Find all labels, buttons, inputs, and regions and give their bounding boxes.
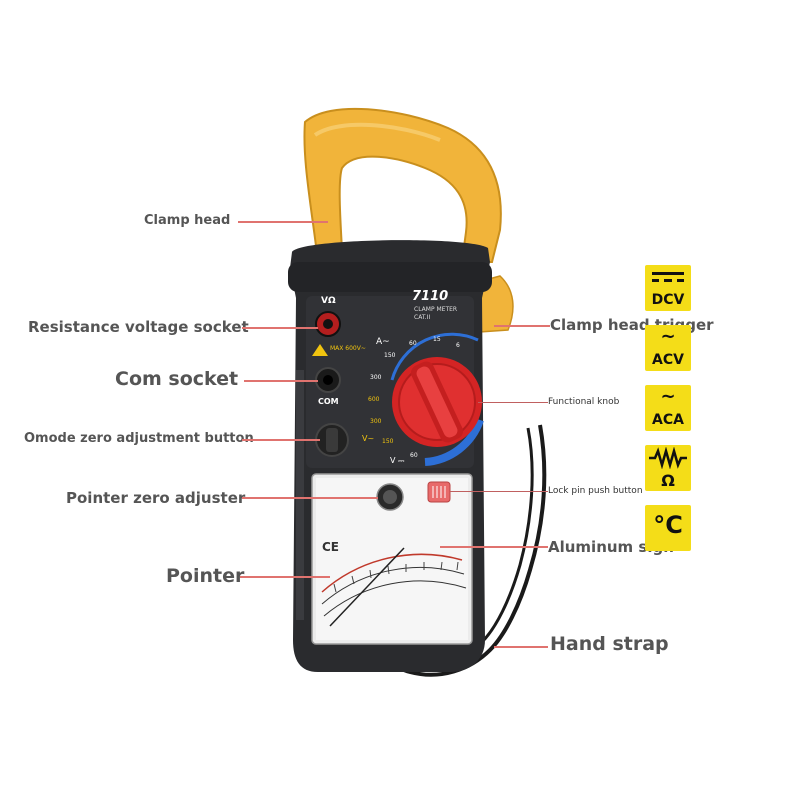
callout-pointer: Pointer xyxy=(166,565,245,587)
legend-dcv-label: DCV xyxy=(651,292,685,308)
callout-line-com-socket xyxy=(244,380,318,382)
meter-subtitle: CLAMP METER xyxy=(414,306,458,313)
legend-temperature: °C xyxy=(645,505,691,551)
ce-mark: CE xyxy=(322,540,340,554)
dc-voltage-icon xyxy=(652,272,684,282)
pointer-needle xyxy=(329,547,405,627)
callout-line-functional-knob xyxy=(478,402,548,403)
legend-aca-label: ACA xyxy=(652,412,684,428)
ac-current-icon: ∼ xyxy=(660,386,676,407)
callout-lock-pin: Lock pin push button xyxy=(548,486,643,496)
callout-com-socket: Com socket xyxy=(115,368,239,390)
callout-hand-strap: Hand strap xyxy=(550,633,669,655)
callout-clamp-head: Clamp head xyxy=(144,213,231,228)
dial-range-7: 300 xyxy=(370,418,382,425)
dial-range-3: 15 xyxy=(433,336,441,343)
callout-line-resistance-socket xyxy=(242,327,318,329)
callout-line-hand-strap xyxy=(494,646,548,648)
dial-a-label: A~ xyxy=(376,337,390,347)
legend-dcv: DCV xyxy=(645,265,691,311)
legend-acv: ∼ ACV xyxy=(645,325,691,371)
dial-range-2: 60 xyxy=(409,340,417,347)
resistance-icon xyxy=(649,447,687,469)
callout-line-pointer-zero xyxy=(242,497,378,499)
legend-resistance: Ω xyxy=(645,445,691,491)
dial-range-6: 600 xyxy=(368,396,380,403)
clamp-head xyxy=(303,107,502,264)
callout-line-omode-zero xyxy=(242,439,320,441)
callout-pointer-zero: Pointer zero adjuster xyxy=(66,489,246,507)
meter-model-label: 7110 xyxy=(412,289,449,304)
dial-range-1: 150 xyxy=(384,352,396,359)
temperature-icon: °C xyxy=(653,511,683,539)
legend-acv-label: ACV xyxy=(652,352,684,368)
callout-line-aluminum-sign xyxy=(440,546,548,548)
callout-omode-zero: Omode zero adjustment button xyxy=(24,431,254,446)
callout-resistance-socket: Resistance voltage socket xyxy=(28,318,249,336)
callout-aluminum-sign: Aluminum sign xyxy=(548,538,674,556)
dial-range-9: 60 xyxy=(410,452,418,459)
legend-resistance-label: Ω xyxy=(661,471,675,490)
dial-vdc-label: V ⎓ xyxy=(390,456,405,465)
ac-voltage-icon: ∼ xyxy=(660,326,676,347)
callout-line-clamp-trigger xyxy=(494,325,550,327)
vohm-socket-label: VΩ xyxy=(321,296,336,306)
callout-functional-knob: Functional knob xyxy=(548,397,620,407)
meter-category: CAT.II xyxy=(414,314,431,321)
callout-line-lock-pin xyxy=(450,491,548,492)
dial-range-5: 300 xyxy=(370,374,382,381)
callout-line-clamp-head xyxy=(238,221,328,223)
max-rating-label: MAX 600V~ xyxy=(330,345,366,352)
callout-line-pointer xyxy=(240,576,330,578)
dial-range-8: 150 xyxy=(382,438,394,445)
dial-v-label: V~ xyxy=(362,434,375,443)
lock-pin-button xyxy=(427,481,451,503)
com-socket-label: COM xyxy=(318,397,339,406)
dial-range-4: 6 xyxy=(456,342,460,349)
legend-aca: ∼ ACA xyxy=(645,385,691,431)
